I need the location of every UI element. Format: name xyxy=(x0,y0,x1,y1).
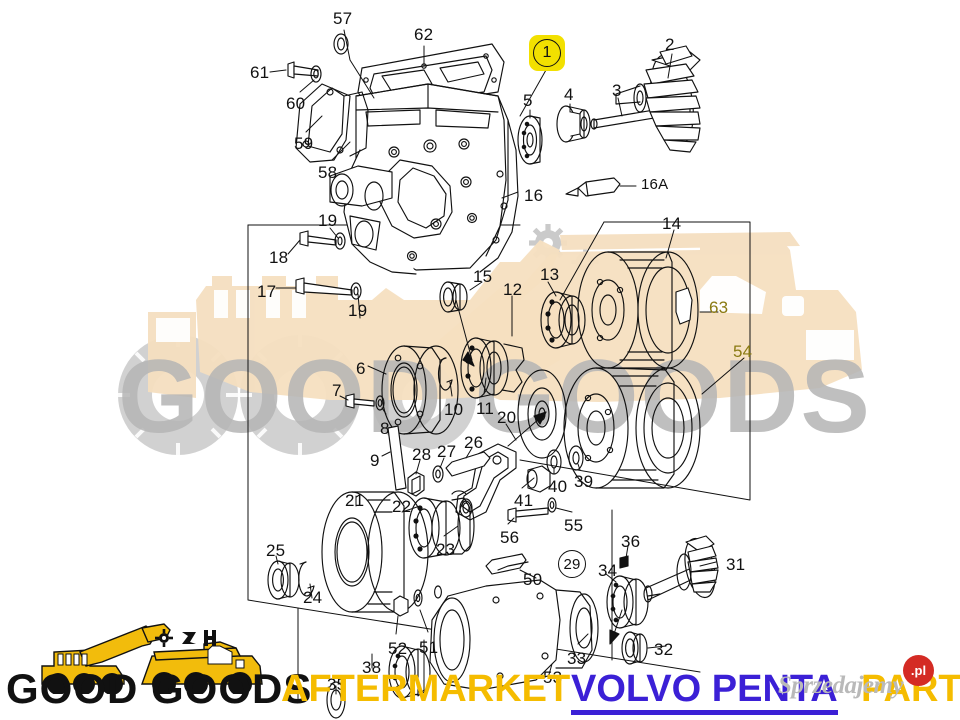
pulley-assembly-13-14 xyxy=(540,251,699,371)
callout-16: 16 xyxy=(524,186,544,205)
callout-15: 15 xyxy=(473,267,493,286)
callout-26: 26 xyxy=(464,433,484,452)
callout-31: 31 xyxy=(726,555,746,574)
dowel-pin-16a xyxy=(565,177,621,197)
impeller-shaft-assembly-2-3-4-5 xyxy=(517,45,701,165)
yoke-assembly-20-26-27-28 xyxy=(407,411,584,523)
callout-9: 9 xyxy=(370,451,380,470)
callout-50: 50 xyxy=(523,570,543,589)
callout-ring: 1 xyxy=(533,39,561,67)
callout-19: 19 xyxy=(348,301,368,320)
bearing-assembly-10-11-12-15 xyxy=(437,281,525,399)
callout-35: 35 xyxy=(327,675,347,694)
gear-housing-part-1 xyxy=(329,43,519,275)
pulley-21-bearing-22-23 xyxy=(267,490,475,613)
callout-41: 41 xyxy=(514,491,534,510)
callout-55: 55 xyxy=(564,516,584,535)
callout-51: 51 xyxy=(419,638,439,657)
callout-22: 22 xyxy=(392,497,412,516)
callout-8: 8 xyxy=(380,419,390,438)
lower-housing-assembly xyxy=(326,535,719,719)
callout-38: 38 xyxy=(362,658,382,677)
callout-7: 7 xyxy=(332,381,342,400)
callout-4: 4 xyxy=(564,85,574,104)
callout-17: 17 xyxy=(257,282,277,301)
callout-40: 40 xyxy=(548,477,568,496)
bolt-set-17-18-19 xyxy=(295,230,362,300)
callout-2: 2 xyxy=(665,35,675,54)
callout-56: 56 xyxy=(500,528,520,547)
callout-60: 60 xyxy=(286,94,306,113)
callout-28: 28 xyxy=(412,445,432,464)
callout-21: 21 xyxy=(345,491,365,510)
callout-13: 13 xyxy=(540,265,560,284)
callout-18: 18 xyxy=(269,248,289,267)
callout-61: 61 xyxy=(250,63,270,82)
callout-10: 10 xyxy=(444,400,464,419)
callout-63: 63 xyxy=(709,298,729,317)
callout-1: 1 xyxy=(529,35,565,71)
callout-29: 29 xyxy=(558,550,586,578)
callout-25: 25 xyxy=(266,541,286,560)
callout-3: 3 xyxy=(612,81,622,100)
callout-23: 23 xyxy=(436,540,456,559)
callout-59: 59 xyxy=(294,134,314,153)
callout-54: 54 xyxy=(733,342,753,361)
callout-36: 36 xyxy=(621,532,641,551)
tab-part-63 xyxy=(675,287,693,325)
callout-58: 58 xyxy=(318,163,338,182)
callout-27: 27 xyxy=(437,442,457,461)
callout-19: 19 xyxy=(318,211,338,230)
callout-52: 52 xyxy=(388,639,408,658)
bracket-assembly-58-59-60-61 xyxy=(287,33,369,163)
loader-window-cutouts xyxy=(156,290,306,342)
callout-53: 53 xyxy=(543,668,563,687)
callout-24: 24 xyxy=(303,588,323,607)
callout-6: 6 xyxy=(356,359,366,378)
flange-assembly-6-7-8-9 xyxy=(345,345,459,491)
callout-32: 32 xyxy=(654,640,674,659)
callout-39: 39 xyxy=(574,472,594,491)
callout-20: 20 xyxy=(497,408,517,427)
callout-11: 11 xyxy=(476,399,495,418)
callout-57: 57 xyxy=(333,9,353,28)
callout-5: 5 xyxy=(523,91,533,110)
callout-16a: 16A xyxy=(641,176,669,193)
callout-62: 62 xyxy=(414,25,434,44)
pulley-assembly-54 xyxy=(517,367,701,489)
callout-12: 12 xyxy=(503,280,523,299)
impeller-part-2 xyxy=(615,45,701,153)
callout-34: 34 xyxy=(598,561,618,580)
callout-33: 33 xyxy=(567,649,587,668)
leader-lines xyxy=(269,29,745,697)
callout-14: 14 xyxy=(662,214,682,233)
